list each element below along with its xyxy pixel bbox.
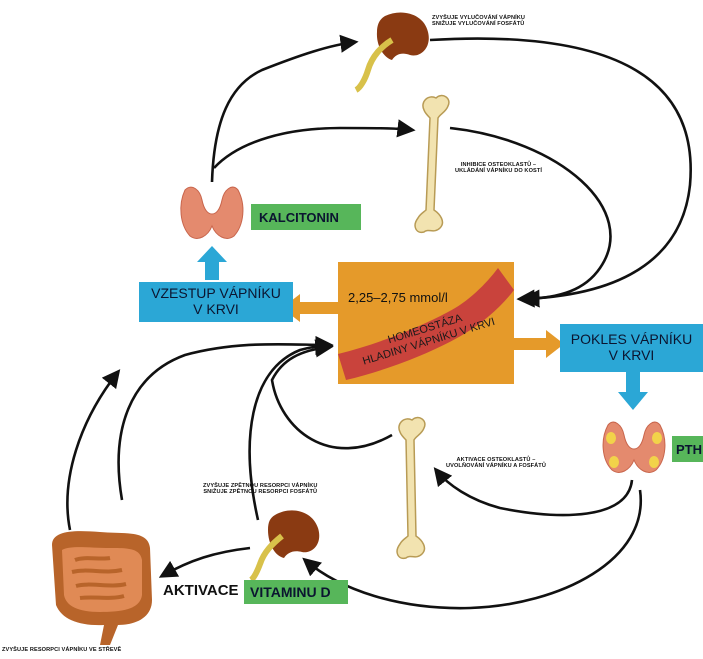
kidney-bottom-icon (251, 510, 319, 580)
blue-arrow-up (197, 246, 227, 280)
thyroid-bottom-icon (603, 422, 665, 472)
bone-bottom-caption: AKTIVACE OSTEOKLASTŮ – UVOLŇOVÁNÍ VÁPNÍK… (446, 458, 546, 470)
vitamin-d-label: VITAMINU D (244, 580, 348, 604)
arrow-intestine-to-center (119, 344, 330, 500)
arrow-intestine-left (67, 372, 118, 530)
calcium-rise-box: VZESTUP VÁPNÍKU V KRVI (139, 282, 293, 322)
calcium-fall-box: POKLES VÁPNÍKU V KRVI (560, 324, 703, 372)
bone-top-icon (415, 96, 449, 233)
bone-bottom-icon (397, 418, 425, 559)
intestine-caption: ZVYŠUJE RESORPCI VÁPNÍKU VE STŘEVĚ (2, 648, 121, 654)
kidney-top-icon (356, 13, 429, 90)
bone-top-caption: INHIBICE OSTEOKLASTŮ – UKLÁDÁNÍ VÁPNÍKU … (455, 163, 542, 175)
arrow-kalcitonin-to-bone (214, 128, 412, 168)
orange-arrow-right (514, 330, 564, 358)
calcium-range-label: 2,25–2,75 mmol/l (348, 290, 448, 305)
pth-label: PTH (672, 436, 703, 462)
aktivace-label: AKTIVACE (163, 582, 239, 599)
arrow-kalcitonin-to-kidney (212, 42, 355, 182)
thyroid-top-icon (181, 187, 243, 238)
kidney-bottom-caption: ZVYŠUJE ZPĚTNOU RESORPCI VÁPNÍKU SNIŽUJE… (203, 484, 317, 496)
arrow-kidney-to-intestine (162, 548, 250, 576)
intestine-icon (52, 531, 152, 645)
arrow-pth-to-kidney (305, 490, 641, 608)
kidney-top-caption: ZVYŠUJE VYLUČOVÁNÍ VÁPNÍKU SNIŽUJE VYLUČ… (432, 16, 525, 28)
kalcitonin-label: KALCITONIN (251, 204, 361, 230)
blue-arrow-down (618, 370, 648, 410)
arrow-pth-to-bone (436, 470, 632, 515)
